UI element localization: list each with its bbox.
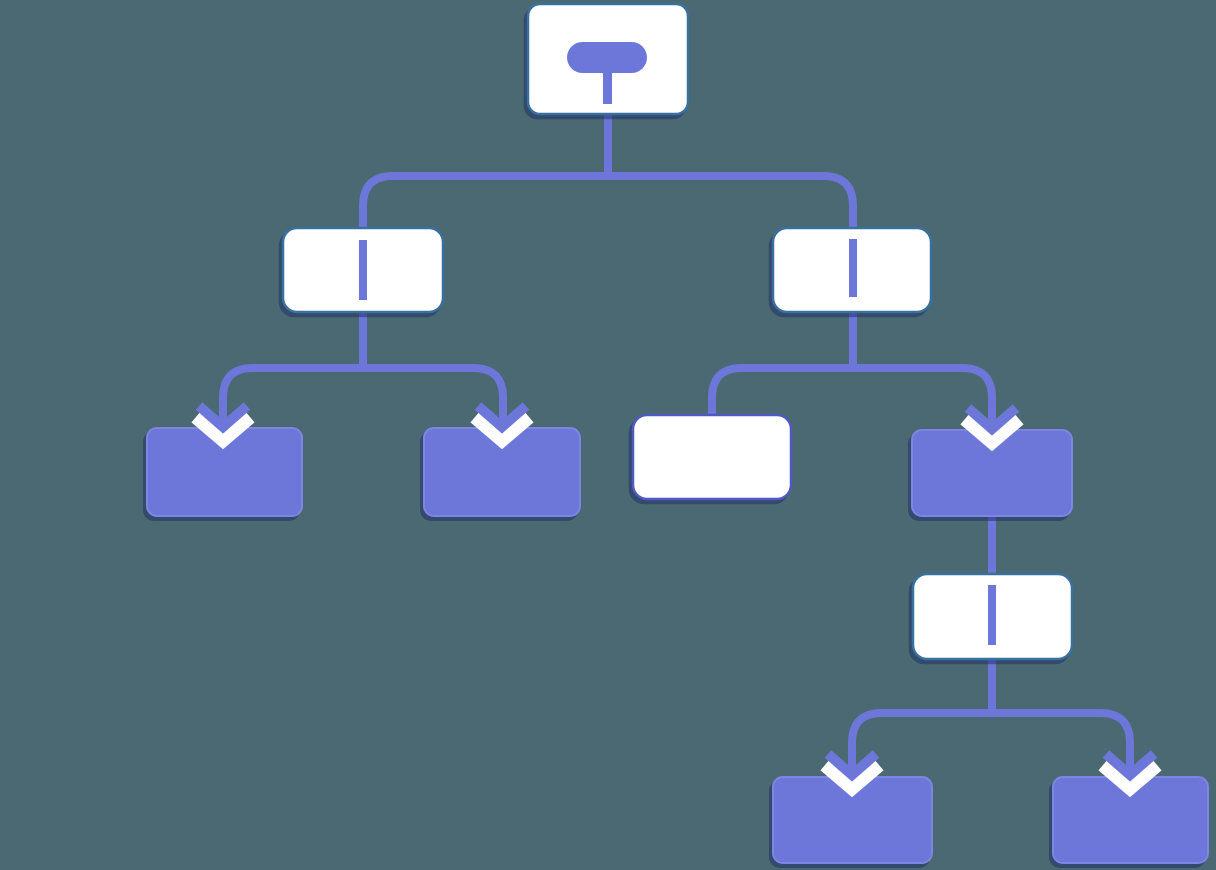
- chevron-purple: [195, 402, 251, 434]
- branch-3-divider-icon: [988, 585, 996, 645]
- double-chevron-arrow-leaf-1-icon: [191, 402, 255, 450]
- chevron-purple: [824, 750, 880, 782]
- chevron-purple: [964, 404, 1020, 436]
- chevron-white: [960, 413, 1024, 452]
- double-chevron-arrow-leaf-6-icon: [1098, 750, 1162, 798]
- double-chevron-arrow-leaf-5-icon: [820, 750, 884, 798]
- chevron-purple: [1102, 750, 1158, 782]
- connector-branch1-to-leaves: [219, 306, 507, 426]
- leaf-3-card: [631, 413, 793, 501]
- chevron-white: [820, 759, 884, 798]
- chevron-white: [191, 411, 255, 450]
- node-leaf-3: [631, 413, 793, 501]
- arrowhead-layer: [191, 402, 1162, 798]
- double-chevron-arrow-leaf-4-icon: [960, 404, 1024, 452]
- node-root: [526, 2, 690, 116]
- node-branch-2: [771, 226, 933, 314]
- branch-2-divider-icon: [849, 239, 857, 297]
- chevron-purple: [474, 402, 530, 434]
- chevron-white: [470, 411, 534, 450]
- root-pill-stem-icon: [603, 72, 612, 104]
- double-chevron-arrow-leaf-2-icon: [470, 402, 534, 450]
- connector-branch2-to-leaves: [708, 308, 996, 428]
- connector-branch3-to-leaves: [848, 657, 1134, 774]
- chevron-white: [1098, 759, 1162, 798]
- root-pill-icon: [567, 42, 647, 73]
- connector-root-to-branches: [359, 108, 857, 236]
- connector-layer: [219, 108, 1134, 774]
- node-branch-1: [281, 226, 445, 314]
- node-branch-3: [911, 572, 1074, 661]
- branch-1-divider-icon: [359, 240, 367, 300]
